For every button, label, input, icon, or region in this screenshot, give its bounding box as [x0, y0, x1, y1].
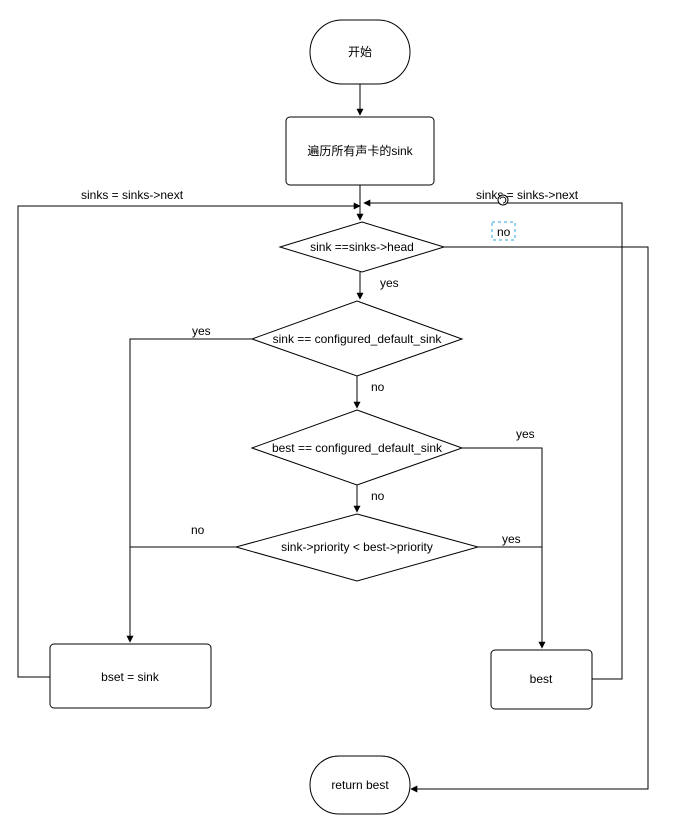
edge-label-prio-no[interactable]: no: [191, 523, 205, 537]
edge-label-next-left[interactable]: sinks = sinks->next: [81, 188, 184, 202]
best-check-node[interactable]: best == configured_default_sink: [250, 409, 464, 486]
edge-label-sink-no[interactable]: no: [371, 380, 385, 394]
best-label: best: [530, 672, 553, 686]
edge-label-prio-yes[interactable]: yes: [502, 532, 521, 546]
edge-label-best-yes[interactable]: yes: [516, 427, 535, 441]
start-node[interactable]: 开始: [309, 19, 411, 85]
selection-box[interactable]: [491, 221, 516, 241]
edge-label-sink-yes[interactable]: yes: [192, 324, 211, 338]
best-check-label: best == configured_default_sink: [272, 441, 443, 455]
assign-node[interactable]: bset = sink: [49, 643, 212, 709]
edge-assign-next[interactable]: [17, 202, 361, 678]
best-node[interactable]: best: [490, 649, 593, 710]
sink-check-node[interactable]: sink == configured_default_sink: [250, 300, 464, 377]
head-check-node[interactable]: sink ==sinks->head: [278, 221, 446, 273]
head-check-label: sink ==sinks->head: [310, 240, 414, 254]
return-label: return best: [331, 778, 389, 792]
priority-check-node[interactable]: sink->priority < best->priority: [234, 513, 480, 582]
rotate-handle-icon[interactable]: [497, 194, 509, 206]
assign-label: bset = sink: [101, 670, 160, 684]
edge-label-head-no[interactable]: no: [497, 225, 511, 239]
edge-sink-yes[interactable]: [126, 338, 252, 643]
edge-head-no[interactable]: [410, 246, 649, 793]
start-label: 开始: [348, 45, 372, 59]
loop-label: 遍历所有声卡的sink: [307, 143, 413, 158]
return-node[interactable]: return best: [309, 755, 411, 815]
edge-best-next[interactable]: [363, 199, 623, 680]
priority-check-label: sink->priority < best->priority: [281, 540, 433, 554]
edge-best-yes[interactable]: [462, 447, 546, 649]
sink-check-label: sink == configured_default_sink: [273, 332, 443, 346]
edge-label-next-right[interactable]: sinks = sinks->next: [476, 188, 579, 202]
loop-node[interactable]: 遍历所有声卡的sink: [285, 116, 435, 186]
edge-label-head-yes[interactable]: yes: [380, 276, 399, 290]
edge-label-best-no[interactable]: no: [371, 489, 385, 503]
